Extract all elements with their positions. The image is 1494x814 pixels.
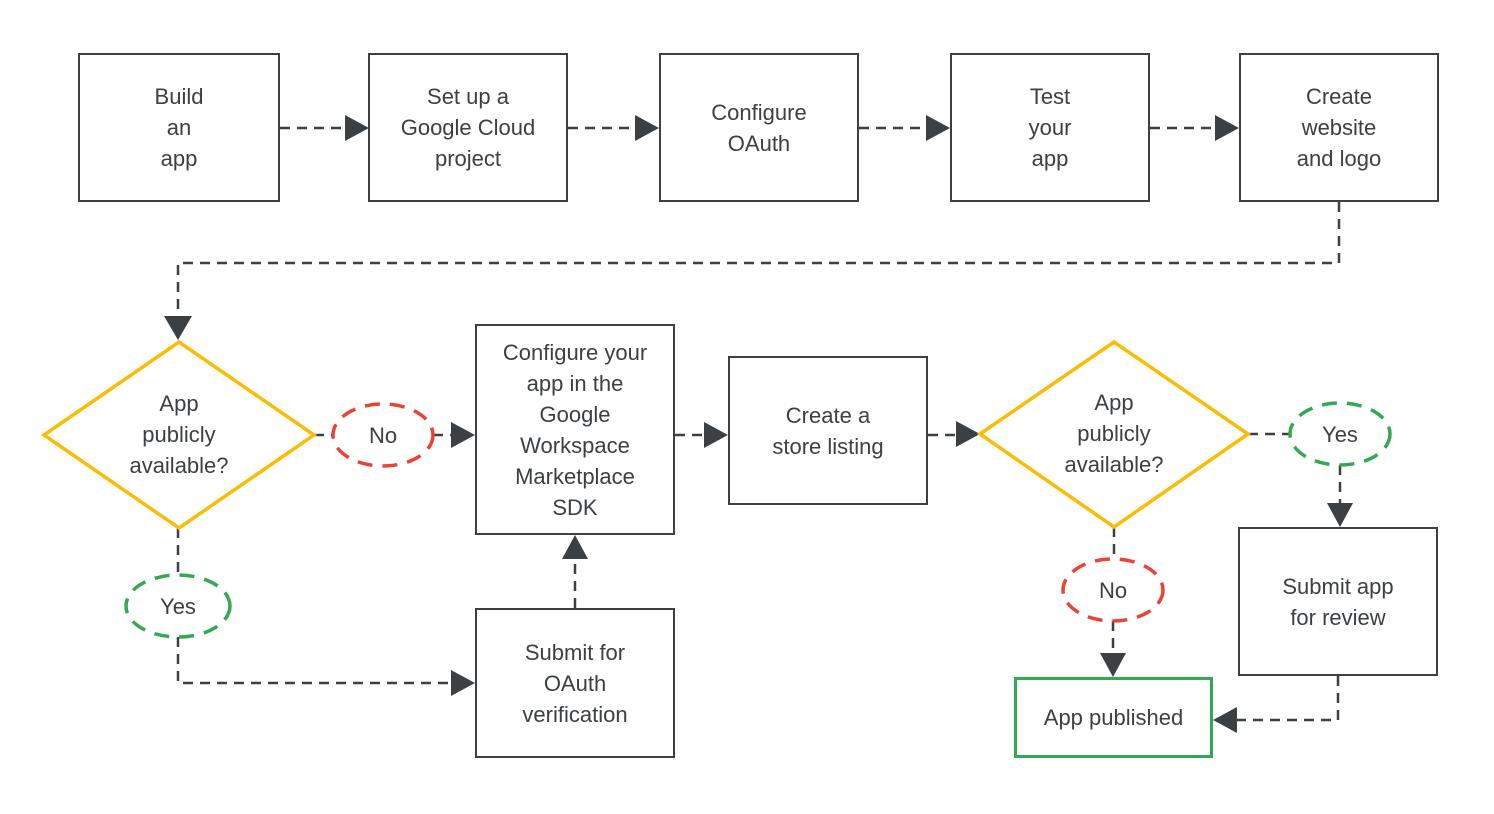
yes2-oval — [1288, 401, 1392, 467]
step-submit-app-for-review: Submit app for review — [1238, 527, 1438, 676]
step-configure-oauth: Configure OAuth — [659, 53, 859, 202]
arrowhead-into-published-top — [1100, 653, 1126, 677]
arrowhead-into-verify — [451, 670, 475, 696]
decision1-diamond — [40, 339, 318, 531]
arrowhead-into-review — [1327, 503, 1353, 527]
arrowhead-into-website — [1215, 115, 1239, 141]
yes1-oval — [124, 573, 232, 639]
arrowhead-into-cloud — [345, 115, 369, 141]
yes1-label: Yes — [160, 593, 196, 619]
arrowhead-into-test — [926, 115, 950, 141]
step-test-your-app: Test your app — [950, 53, 1150, 202]
no2-label: No — [1098, 577, 1128, 603]
arrowhead-into-sdk-bottom — [562, 535, 588, 559]
arrowhead-into-sdk — [451, 422, 475, 448]
decision2-label: App publicly available? — [1064, 390, 1164, 477]
arrowhead-into-decision2 — [956, 421, 980, 447]
no1-label: No — [368, 422, 398, 448]
step-build-app: Build an app — [78, 53, 280, 202]
decision1-label: App publicly available? — [129, 391, 229, 478]
step-create-store-listing: Create a store listing — [728, 356, 928, 505]
step-submit-oauth-verification: Submit for OAuth verification — [475, 608, 675, 758]
step-configure-marketplace-sdk: Configure your app in the Google Workspa… — [475, 324, 675, 535]
edge-review-to-published — [1237, 676, 1340, 722]
arrowhead-into-published-right — [1213, 707, 1237, 733]
edge-website-to-decision1 — [176, 202, 1341, 316]
edge-yes1-to-verify — [176, 637, 451, 685]
decision2-diamond — [976, 339, 1252, 530]
yes2-label: Yes — [1322, 421, 1358, 447]
step-create-website-and-logo: Create website and logo — [1239, 53, 1439, 202]
arrowhead-into-decision1 — [164, 316, 192, 340]
step-setup-google-cloud-project: Set up a Google Cloud project — [368, 53, 568, 202]
arrowhead-into-store — [704, 422, 728, 448]
no1-oval — [331, 402, 435, 468]
arrowhead-into-oauth — [635, 115, 659, 141]
step-app-published: App published — [1014, 677, 1213, 758]
no2-oval — [1061, 557, 1165, 623]
